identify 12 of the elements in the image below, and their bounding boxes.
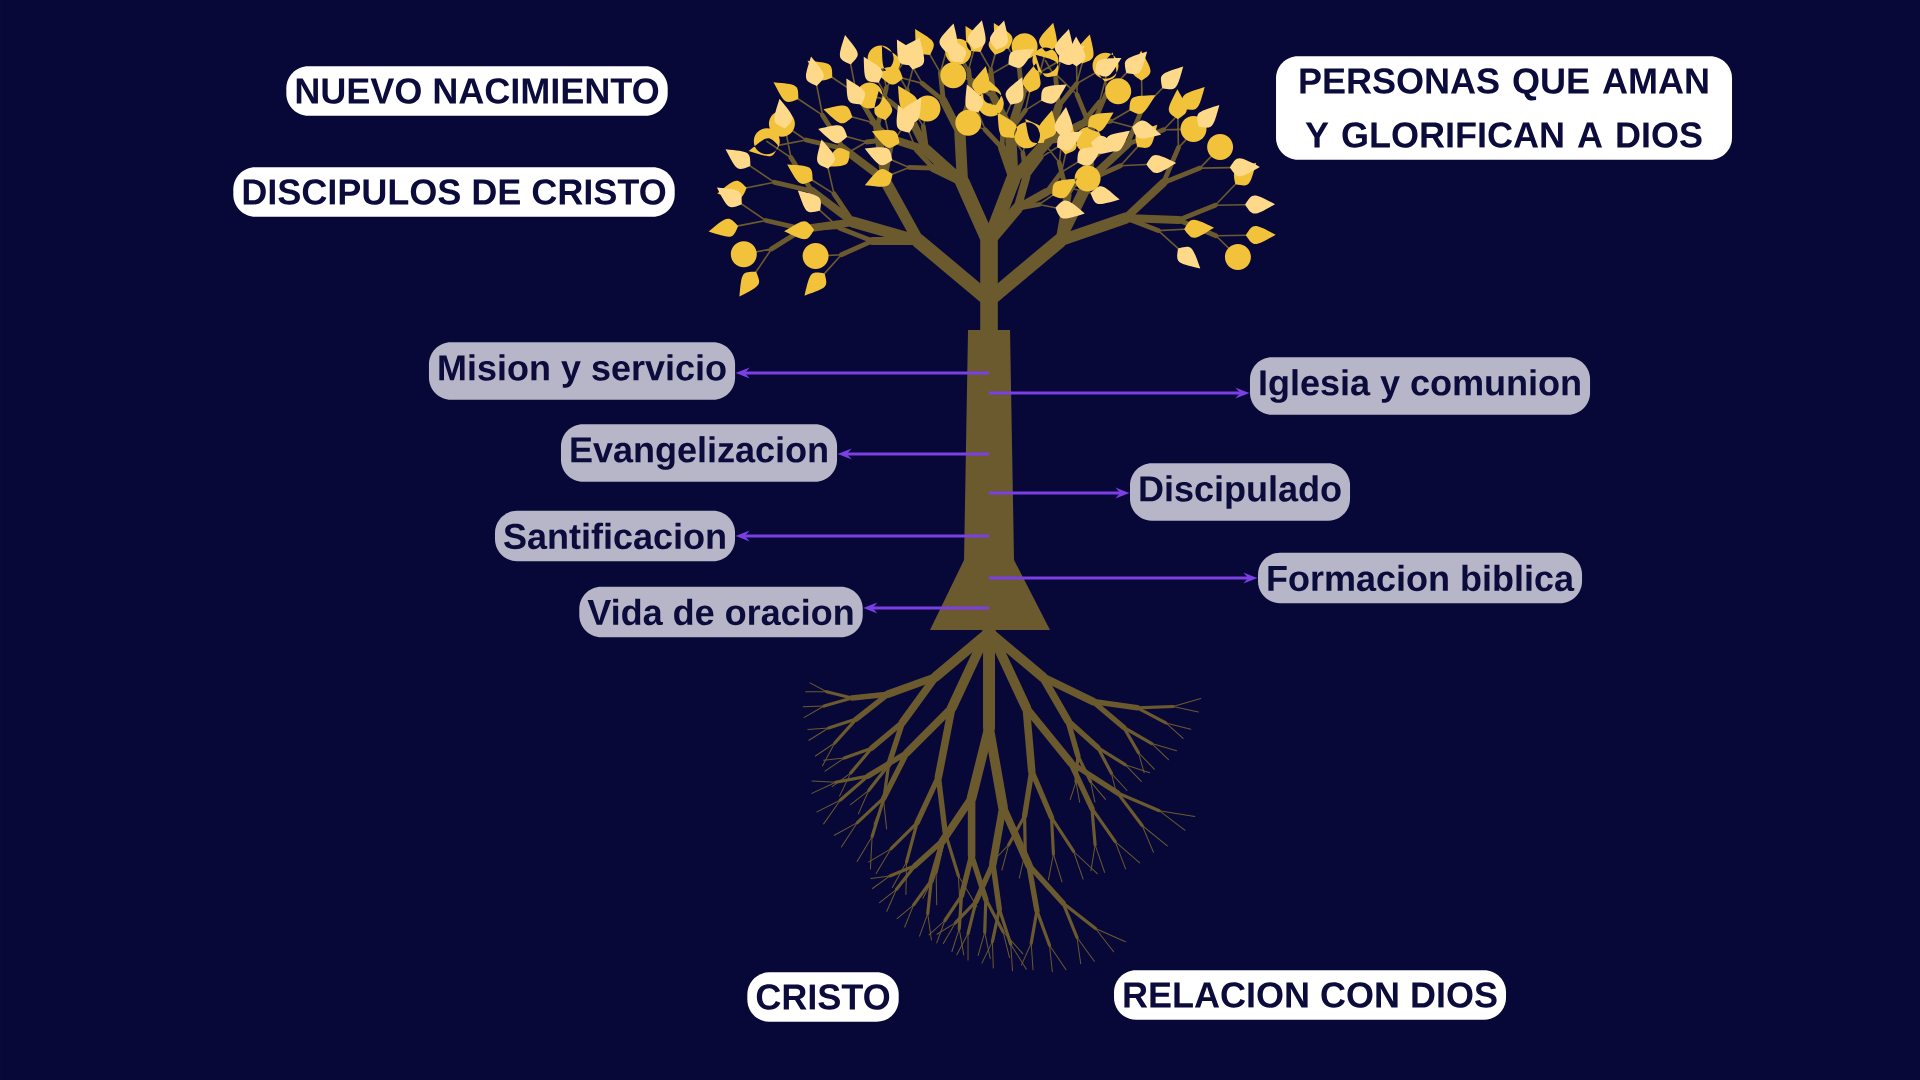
topic-label: Formacion biblica bbox=[1258, 552, 1583, 604]
topic-label: Evangelizacion bbox=[560, 424, 838, 482]
topic-label: Vida de oracion bbox=[579, 586, 863, 638]
topic-label: Santificacion bbox=[495, 510, 736, 562]
title-label: DISCIPULOS DE CRISTO bbox=[233, 167, 675, 217]
title-label: RELACION CON DIOS bbox=[1114, 970, 1506, 1020]
topic-label: Mision y servicio bbox=[428, 342, 736, 400]
title-label: CRISTO bbox=[747, 972, 899, 1022]
topic-label: Discipulado bbox=[1130, 463, 1351, 521]
title-label: PERSONAS QUE AMAN Y GLORIFICAN A DIOS bbox=[1276, 56, 1732, 160]
topic-label: Iglesia y comunion bbox=[1250, 357, 1591, 415]
title-label: NUEVO NACIMIENTO bbox=[286, 66, 668, 116]
